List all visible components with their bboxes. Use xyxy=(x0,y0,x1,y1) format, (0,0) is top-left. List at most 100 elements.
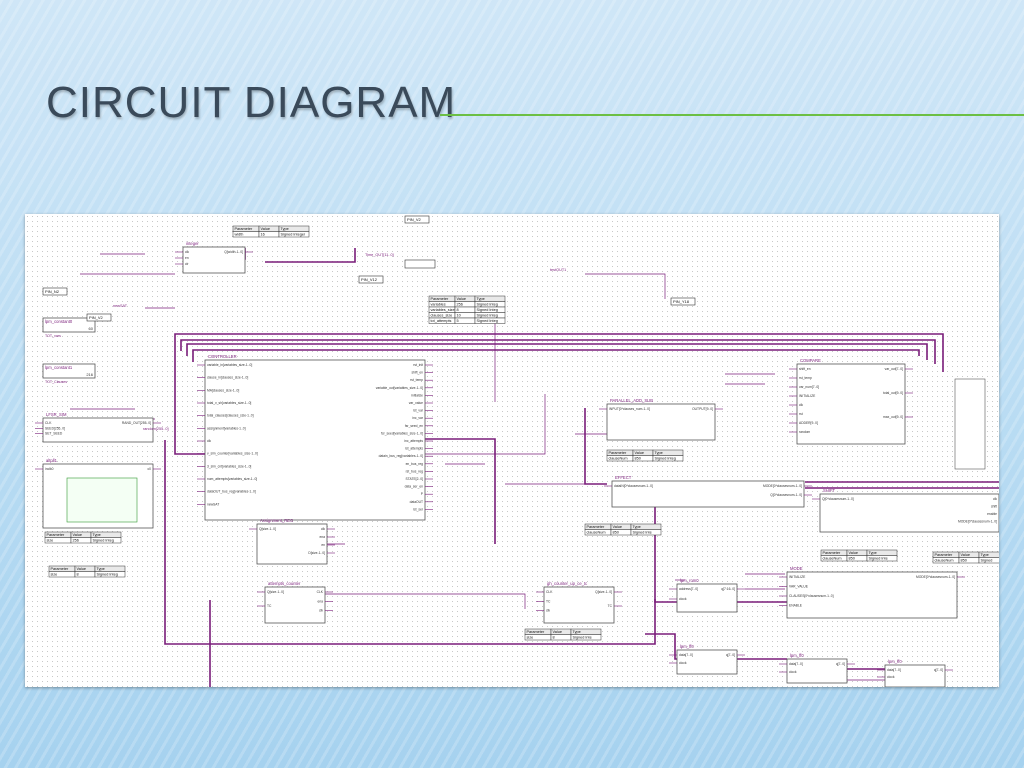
block-controller: CONTROLLERvariable_in[variables_size-1..… xyxy=(197,354,433,521)
table-value: 8 xyxy=(77,573,79,577)
port-label: ADDER[9..0] xyxy=(799,421,818,425)
pin-body xyxy=(42,287,68,296)
title-underline xyxy=(440,114,1024,116)
port-label: rst_temp xyxy=(799,376,812,380)
port-label: dataOUT xyxy=(410,500,423,504)
table-value: size xyxy=(527,636,534,640)
table-value: clauses_size xyxy=(431,314,453,318)
port-label: 3_sim_cnt[variables_size-1..0] xyxy=(207,464,251,468)
table-value: clauseNum xyxy=(935,559,954,563)
port-label: Q[size-1..0] xyxy=(595,590,612,594)
port-label: max_out[9..0] xyxy=(883,415,903,419)
block-title: SHIFT xyxy=(823,488,836,493)
table-header: Value xyxy=(77,567,86,571)
port-label: rst xyxy=(799,412,803,416)
port-label: fsr_seed_en xyxy=(405,424,423,428)
port-label: INITIALIZE xyxy=(789,575,806,579)
table-header: Type xyxy=(93,533,101,537)
block-assign: Assignment_REGQ[size-1..0]clkenaenD[size… xyxy=(249,518,335,565)
port-label: TC xyxy=(546,599,551,603)
bus-wire-top-2 xyxy=(180,339,936,364)
port-label: assignment[variables-1..0] xyxy=(207,426,246,430)
bus-wire-timeout xyxy=(265,248,356,263)
block-shift: SHIFTQ[0*clausesnum-1..0]clkshiftenableM… xyxy=(812,488,999,533)
table-value: Signed Integ xyxy=(477,303,498,307)
port-label: shift xyxy=(991,505,997,509)
port-label: RAND_OUT[255..0] xyxy=(122,421,151,425)
port-label: clr xyxy=(185,262,189,266)
table-cell xyxy=(978,557,999,564)
port-label: rst_var xyxy=(413,409,424,413)
port-label: num_attempts[variables_size-1..0] xyxy=(207,477,257,481)
table-value: 850 xyxy=(635,457,641,461)
table-value: Signed Integ xyxy=(655,457,676,461)
constant-output: TOT_Clauses xyxy=(45,380,67,384)
signal-wire-11 xyxy=(585,273,666,299)
port-label: clk xyxy=(546,609,550,613)
output-buffer xyxy=(404,259,436,269)
block-body xyxy=(819,493,999,533)
block-body xyxy=(264,586,326,624)
port-label: clk xyxy=(207,439,211,443)
table-value: Signed xyxy=(981,559,993,563)
port-label: CLK xyxy=(546,590,553,594)
port-label: initialize xyxy=(411,393,423,397)
port-label: q[7..0] xyxy=(726,653,735,657)
pin-pin_y18: PIN_Y18 xyxy=(670,297,696,306)
table-value: clauseNum xyxy=(823,557,842,561)
table-value: 850 xyxy=(849,557,855,561)
port-label: clock xyxy=(789,670,797,674)
pin-pin_n2: PIN_N2 xyxy=(42,287,68,296)
port-label: rst_temp xyxy=(410,378,423,382)
table-header: Value xyxy=(635,451,644,455)
pin-label: PIN_V2 xyxy=(89,315,104,320)
table-header: Parameter xyxy=(935,553,953,557)
port-label: inc_var xyxy=(412,416,424,420)
port-label: rst_bus_reg xyxy=(406,469,424,473)
port-label: total_clauses[clauses_size-1..0] xyxy=(207,414,254,418)
table-value: variables_size xyxy=(431,308,455,312)
net-label: testOUT1 xyxy=(550,268,566,272)
block-body xyxy=(204,359,426,521)
port-label: Q[size-1..0] xyxy=(267,590,284,594)
table-value: clauseNum xyxy=(587,531,606,535)
pin-body xyxy=(86,313,112,322)
block-body xyxy=(676,649,738,675)
pin-body xyxy=(358,275,384,284)
port-label: variable_out[variables_size-1..0] xyxy=(376,386,423,390)
block-body xyxy=(182,246,246,274)
table-header: Parameter xyxy=(823,551,841,555)
bus-wire-top xyxy=(174,333,944,372)
pin-pin_v2b: PIN_V2 xyxy=(404,215,430,224)
pin-label: PIN_V2 xyxy=(407,217,422,222)
port-label: random xyxy=(799,430,810,434)
port-label: var_value xyxy=(409,401,423,405)
port-label: inc_attempts xyxy=(404,439,423,443)
port-label: clock xyxy=(887,675,895,679)
port-label: address[7..0] xyxy=(679,587,698,591)
block-title: integer xyxy=(186,241,199,246)
port-label: total_v_sh[variables_size-1..0] xyxy=(207,401,251,405)
port-label: q[7:16..0] xyxy=(721,587,735,591)
schematic-canvas: integerclkenclrQ[width-1..0]CONTROLLERva… xyxy=(35,215,999,687)
port-label: data_ser_en xyxy=(405,485,423,489)
port-label: rst_attempts xyxy=(405,447,423,451)
table-header: Value xyxy=(849,551,858,555)
table-value: 16 xyxy=(261,233,265,237)
block-mode2: MODEINITIALIZEVAR_VALUECLAUSES[0*clauses… xyxy=(779,566,965,619)
bus-wire-compare xyxy=(584,408,607,485)
block-parallel: PARALLEL_ADD_SUBINPUT[0*clauses_num-1..0… xyxy=(599,398,723,441)
port-label: Q[size-1..0] xyxy=(259,527,276,531)
table-cell xyxy=(94,571,126,578)
pin-pin_v12: PIN_V12 xyxy=(358,275,384,284)
block-title: gh_counter_up_ce_tc xyxy=(547,581,587,586)
